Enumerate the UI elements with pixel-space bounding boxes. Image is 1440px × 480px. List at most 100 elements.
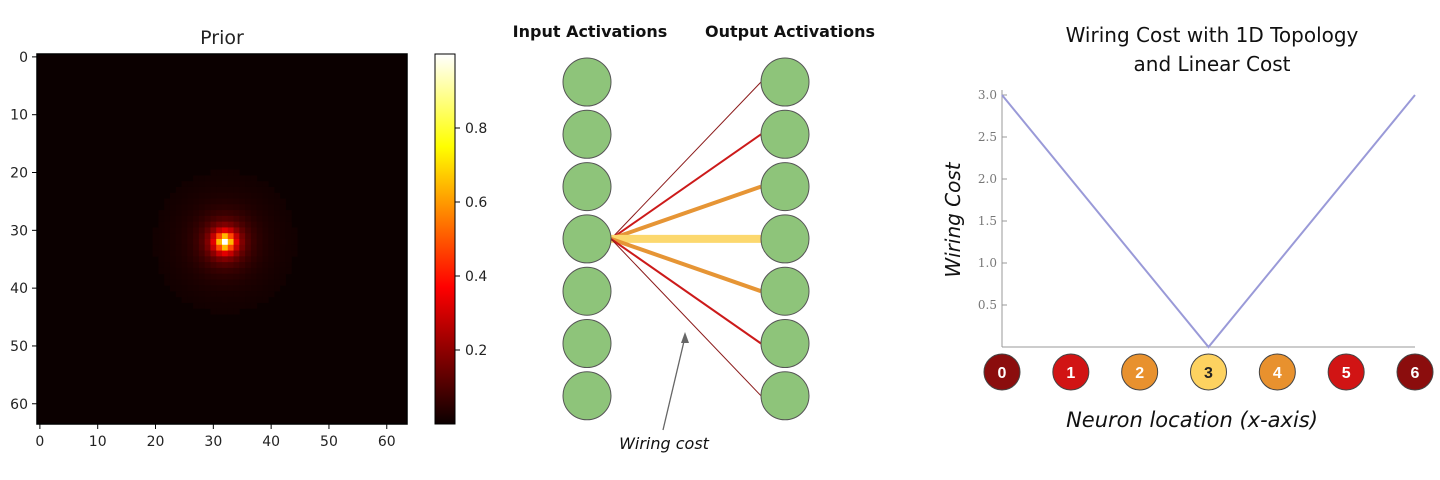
heatmap-cell xyxy=(216,233,223,240)
heatmap-cell xyxy=(268,291,275,298)
heatmap-cell xyxy=(279,267,286,275)
heatmap-cell xyxy=(256,291,263,298)
heatmap-cell xyxy=(198,239,206,246)
heatmap-cell xyxy=(198,291,206,298)
heatmap-cell xyxy=(210,308,217,315)
heatmap-cell xyxy=(216,204,223,211)
colorbar-tick-label: 0.6 xyxy=(465,195,487,211)
heatmap-cell xyxy=(233,204,240,211)
heatmap-cell xyxy=(227,181,234,188)
heatmap-cell xyxy=(274,192,281,199)
heatmap-cell xyxy=(204,256,211,263)
heatmap-cell xyxy=(187,215,194,223)
colorbar-ticks: 0.20.40.60.8 xyxy=(455,121,487,359)
heatmap-cell xyxy=(187,250,194,257)
heatmap-cell xyxy=(169,279,177,286)
heatmap-cell xyxy=(222,302,229,309)
heatmap-cell xyxy=(233,198,240,205)
heatmap-cell xyxy=(256,221,263,228)
heatmap-cell xyxy=(169,256,177,263)
heatmap-cell xyxy=(227,239,234,246)
heatmap-cell xyxy=(181,233,188,240)
heatmap-cell xyxy=(256,204,263,211)
heatmap-cell xyxy=(216,192,223,199)
heatmap-cell xyxy=(198,227,206,234)
heatmap-cell xyxy=(274,233,281,240)
heatmap-cell xyxy=(245,244,252,251)
heatmap-cell xyxy=(169,244,177,251)
output-neuron xyxy=(760,266,810,316)
heatmap-cell xyxy=(193,175,200,182)
heatmap-cell xyxy=(181,291,188,298)
neuron-marker-label: 2 xyxy=(1135,365,1144,382)
output-neuron xyxy=(760,319,810,368)
heatmap-cell xyxy=(198,204,206,211)
heatmap-cell xyxy=(233,296,240,303)
heatmap-cell xyxy=(175,204,182,211)
colorbar: 0.20.40.60.8 xyxy=(434,53,487,425)
heatmap-cell xyxy=(262,198,269,205)
heatmap-cell xyxy=(291,227,298,234)
heatmap-cell xyxy=(216,250,223,257)
heatmap-cell xyxy=(216,210,223,217)
heatmap-cell xyxy=(256,256,263,263)
heatmap-cell xyxy=(291,233,298,240)
heatmap-cell xyxy=(274,250,281,257)
heatmap-cell xyxy=(227,279,234,286)
heatmap-cell xyxy=(175,198,182,205)
neuron-marker xyxy=(1396,353,1434,391)
connection-line xyxy=(610,81,762,240)
colorbar-tick-label: 0.2 xyxy=(465,343,487,359)
heatmap-cell xyxy=(210,233,217,240)
y-tick-label: 2.0 xyxy=(978,172,997,186)
input-neuron xyxy=(562,162,612,212)
heatmap-title: Prior xyxy=(200,27,244,49)
heatmap-cell xyxy=(239,192,246,199)
heatmap-cell xyxy=(175,233,182,240)
heatmap-cell xyxy=(256,198,263,205)
x-tick-label: 60 xyxy=(378,434,396,450)
heatmap-cell xyxy=(239,302,246,309)
heatmap-cell xyxy=(193,181,200,188)
heatmap-cell xyxy=(216,291,223,298)
heatmap-cell xyxy=(204,244,211,251)
heatmap-cell xyxy=(239,256,246,263)
heatmap-cells xyxy=(152,169,298,315)
heatmap-cell xyxy=(239,181,246,188)
connection-lines xyxy=(610,81,762,397)
heatmap-cell xyxy=(204,210,211,217)
heatmap-cell xyxy=(169,267,177,275)
heatmap-cell xyxy=(274,262,281,269)
heatmap-cell xyxy=(274,227,281,234)
heatmap-cell xyxy=(256,215,263,223)
heatmap-cell xyxy=(198,262,206,269)
heatmap-cell xyxy=(256,296,263,303)
heatmap-cell xyxy=(222,250,229,257)
y-tick-label: 10 xyxy=(10,108,28,124)
heatmap-cell xyxy=(187,221,194,228)
heatmap-cell xyxy=(222,210,229,217)
heatmap-cell xyxy=(239,273,246,280)
neuron-marker-label: 1 xyxy=(1066,365,1075,382)
output-neuron xyxy=(760,57,810,107)
heatmap-cell xyxy=(285,210,292,217)
heatmap-cell xyxy=(198,215,206,223)
heatmap-cell xyxy=(233,215,240,223)
heatmap-cell xyxy=(198,296,206,303)
heatmap-cell xyxy=(256,285,263,292)
line-chart-title-2: and Linear Cost xyxy=(1134,52,1291,76)
heatmap-cell xyxy=(239,204,246,211)
heatmap-cell xyxy=(158,221,165,228)
heatmap-cell xyxy=(233,267,240,275)
heatmap-cell xyxy=(210,244,217,251)
heatmap-cell xyxy=(262,221,269,228)
heatmap-cell xyxy=(222,227,229,234)
x-tick-label: 20 xyxy=(147,434,165,450)
heatmap-cell xyxy=(245,291,252,298)
heatmap-cell xyxy=(268,239,275,246)
heatmap-cell xyxy=(198,250,206,257)
heatmap-cell xyxy=(210,296,217,303)
heatmap-cell xyxy=(279,262,286,269)
heatmap-cell xyxy=(222,273,229,280)
